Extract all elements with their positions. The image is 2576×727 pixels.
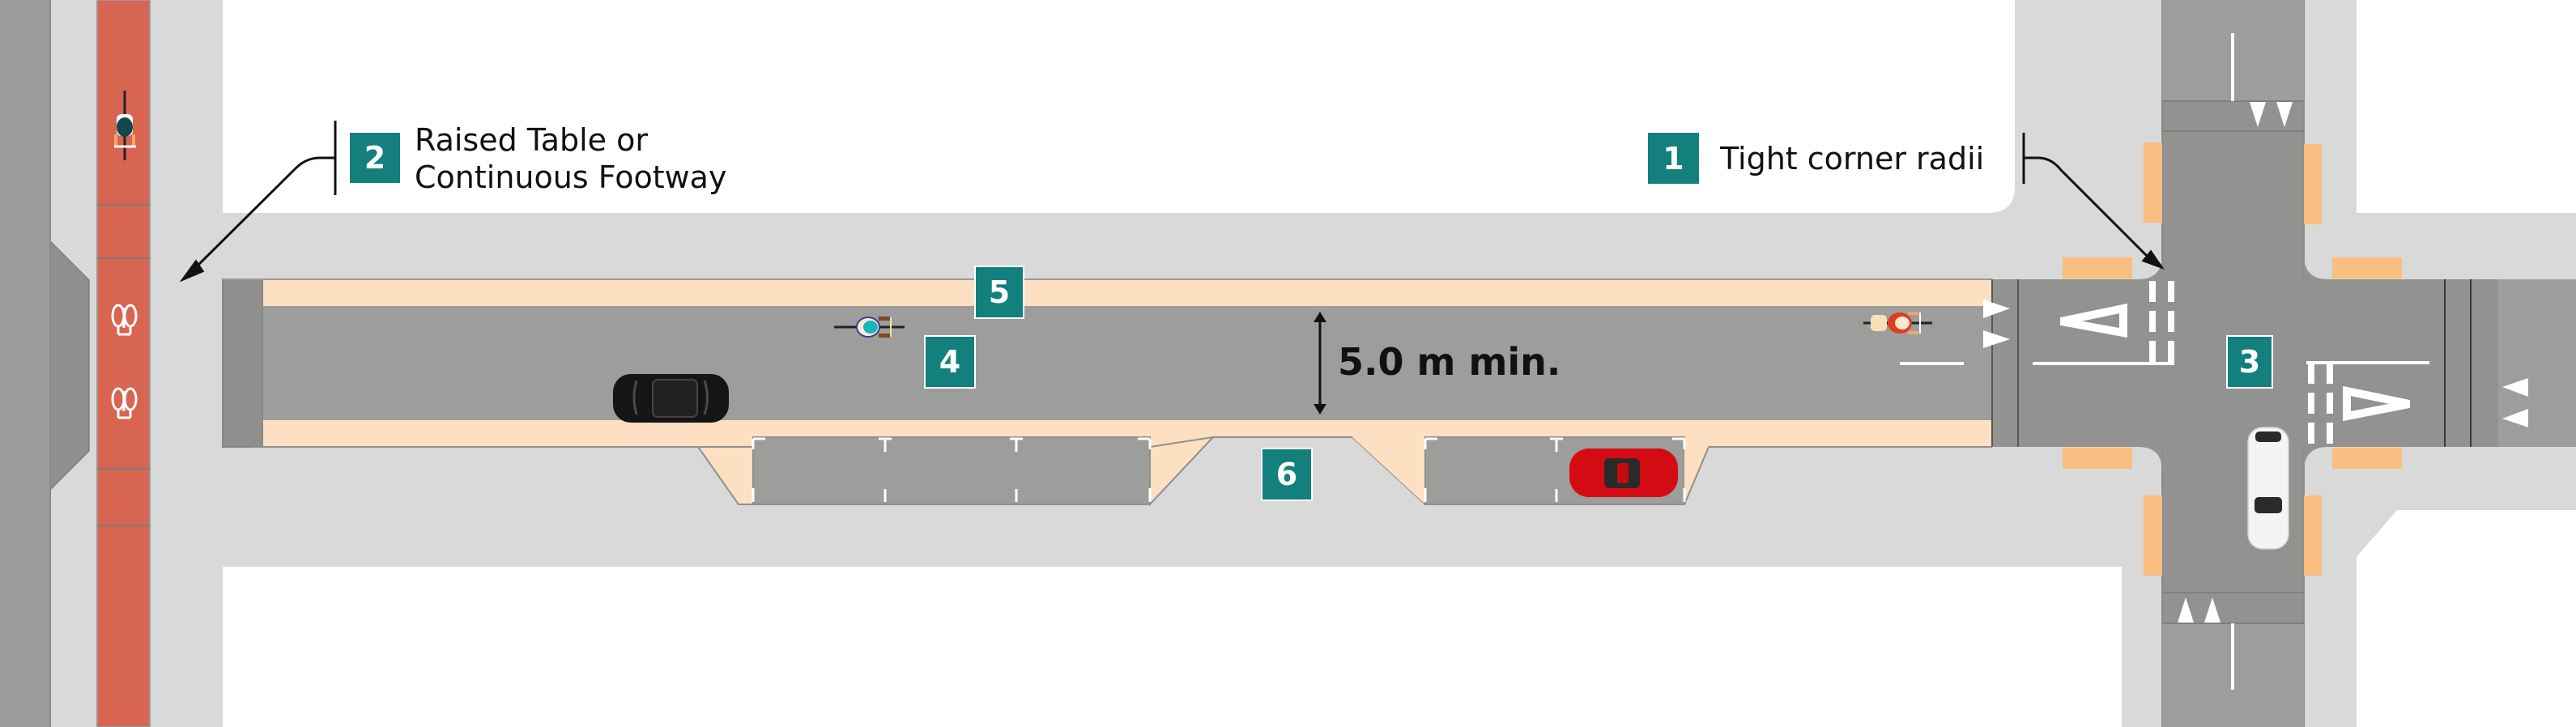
callout-label-2-line1: Raised Table or (415, 122, 649, 158)
marker-badge-1-number: 1 (1663, 140, 1684, 176)
cyclist-icon (114, 91, 136, 160)
intersection (1983, 0, 2576, 727)
marker-badge-2: 2 (350, 133, 400, 183)
marker-badge-2-number: 2 (364, 140, 386, 176)
main-street (222, 0, 2162, 727)
cyclist-icon (834, 317, 905, 338)
callout-label-2: Raised Table or Continuous Footway (415, 121, 726, 196)
marker-badge-5: 5 (974, 266, 1024, 319)
marker-badge-5-number: 5 (988, 274, 1011, 310)
callout-leader-1 (2022, 133, 2165, 270)
callout-label-2-line2: Continuous Footway (415, 159, 727, 195)
marker-badge-3: 3 (2226, 335, 2273, 389)
callout-label-1: Tight corner radii (1720, 140, 1984, 177)
raised-table (222, 278, 264, 448)
dimension-label-text: 5.0 m min. (1338, 340, 1561, 384)
callout-leader-2 (179, 121, 337, 283)
marker-badge-4: 4 (924, 335, 976, 389)
car-icon (613, 374, 729, 423)
tactile-paving (2063, 142, 2402, 576)
car-icon (2247, 427, 2289, 550)
marker-badge-3-number: 3 (2238, 344, 2261, 380)
marker-badge-6: 6 (1261, 448, 1313, 501)
dimension-arrow (1314, 312, 1326, 415)
car-icon (1569, 449, 1678, 497)
marker-badge-4-number: 4 (939, 344, 961, 380)
carriageway (263, 306, 1992, 420)
bicycle-marking-icon (111, 304, 138, 336)
marker-badge-1: 1 (1648, 133, 1699, 184)
marker-badge-6-number: 6 (1275, 457, 1298, 492)
bicycle-marking-icon (111, 387, 138, 419)
left-side-street (0, 0, 223, 727)
dimension-label: 5.0 m min. (1338, 340, 1561, 384)
cyclist-icon (1863, 312, 1932, 334)
parking-bay (752, 436, 1151, 505)
callout-label-1-text: Tight corner radii (1720, 141, 1985, 176)
